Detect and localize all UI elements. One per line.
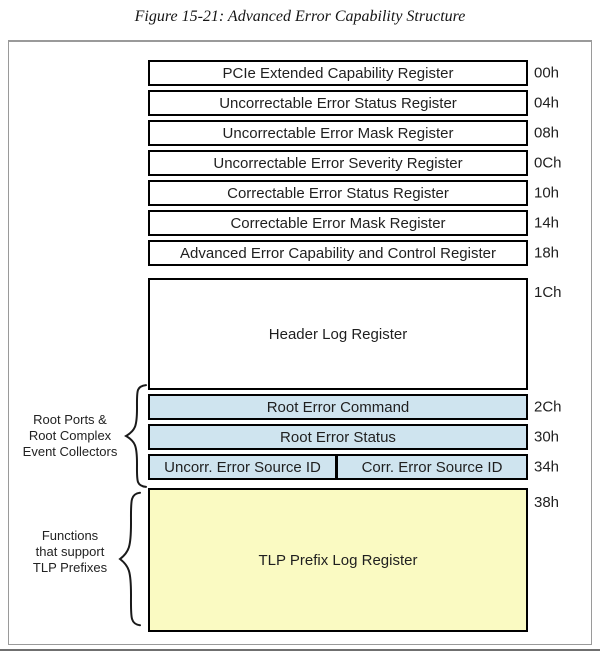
curly-brace-tlp-functions [116, 490, 142, 628]
register-row-root-error-command: Root Error Command 2Ch [148, 394, 562, 420]
register-offset: 34h [534, 458, 560, 476]
register-row-advanced-error-capability-control: Advanced Error Capability and Control Re… [148, 240, 559, 266]
register-row-correctable-error-status: Correctable Error Status Register 10h [148, 180, 559, 206]
annotation-tlp-functions: Functions that support TLP Prefixes [12, 528, 128, 576]
corr-error-source-id-cell: Corr. Error Source ID [361, 458, 503, 476]
register-label: Correctable Error Mask Register [230, 214, 446, 232]
register-offset: 10h [534, 184, 560, 202]
register-row-uncorrectable-error-severity: Uncorrectable Error Severity Register 0C… [148, 150, 562, 176]
register-row-uncorrectable-error-mask: Uncorrectable Error Mask Register 08h [148, 120, 559, 146]
register-row-root-error-status: Root Error Status 30h [148, 424, 559, 450]
register-offset: 00h [534, 64, 560, 82]
register-map: PCIe Extended Capability Register 00h Un… [148, 60, 562, 632]
register-row-tlp-prefix-log: TLP Prefix Log Register 38h [148, 488, 559, 632]
register-offset: 0Ch [534, 154, 562, 172]
annotation-line: that support [35, 544, 105, 559]
register-offset: 38h [534, 494, 560, 511]
annotation-line: Functions [41, 528, 99, 543]
register-label: Correctable Error Status Register [227, 184, 449, 202]
uncorr-error-source-id-cell: Uncorr. Error Source ID [150, 456, 338, 478]
register-row-uncorrectable-error-status: Uncorrectable Error Status Register 04h [148, 90, 559, 116]
register-label: Uncorrectable Error Severity Register [213, 154, 463, 172]
register-offset: 2Ch [534, 398, 562, 416]
annotation-line: TLP Prefixes [32, 560, 108, 575]
register-label: Root Error Status [280, 428, 396, 446]
register-row-correctable-error-mask: Correctable Error Mask Register 14h [148, 210, 559, 236]
annotation-line: Event Collectors [22, 444, 118, 459]
register-label: Advanced Error Capability and Control Re… [180, 244, 496, 262]
register-label: Uncorrectable Error Mask Register [222, 124, 454, 142]
register-row-pcie-extended-capability: PCIe Extended Capability Register 00h [148, 60, 559, 86]
register-label: Header Log Register [268, 325, 408, 343]
annotation-root-ports: Root Ports & Root Complex Event Collecto… [12, 412, 128, 460]
register-offset: 04h [534, 94, 560, 112]
register-label: Root Error Command [266, 398, 410, 416]
register-row-error-source-ids: Uncorr. Error Source ID Corr. Error Sour… [148, 454, 559, 480]
register-offset: 18h [534, 244, 560, 262]
register-label: PCIe Extended Capability Register [222, 64, 454, 82]
annotation-line: Root Complex [28, 428, 112, 443]
register-row-header-log: Header Log Register 1Ch [148, 278, 562, 390]
register-label: TLP Prefix Log Register [258, 551, 418, 569]
register-label: Uncorrectable Error Status Register [219, 94, 457, 112]
register-offset: 14h [534, 214, 560, 232]
register-offset: 30h [534, 428, 560, 446]
annotation-line: Root Ports & [33, 412, 107, 427]
register-offset: 08h [534, 124, 560, 142]
register-offset: 1Ch [534, 284, 562, 301]
curly-brace-root-ports [122, 383, 148, 489]
page-bottom-rule [0, 649, 600, 651]
figure-title: Figure 15-21: Advanced Error Capability … [134, 8, 466, 25]
